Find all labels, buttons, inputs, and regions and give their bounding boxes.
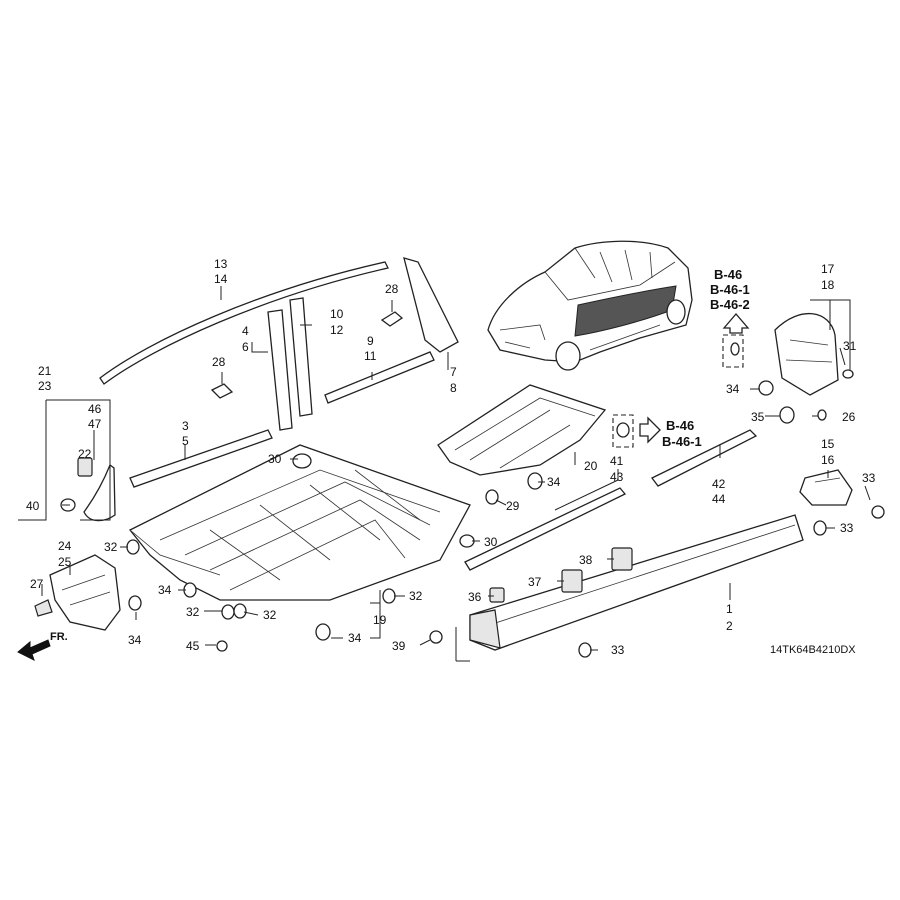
callout-12: 12 [330, 323, 344, 337]
callout-32-midright: 32 [263, 608, 277, 622]
callout-30-top: 30 [268, 452, 282, 466]
pillar-garnish-front [267, 309, 293, 431]
reference-b46-top: B-46 [714, 267, 742, 282]
floor-undercover [128, 444, 471, 601]
callout-17: 17 [821, 262, 835, 276]
reference-b46-mid: B-46 [666, 418, 694, 433]
pillar-garnish-center [289, 297, 313, 417]
fender-flare [60, 457, 116, 522]
diagram-code: 14TK64B4210DX [770, 644, 856, 656]
callout-20: 20 [584, 459, 598, 473]
callout-7: 7 [450, 365, 457, 379]
callout-42: 42 [712, 477, 726, 491]
callout-9: 9 [367, 334, 374, 348]
reference-codes-top: B-46 B-46-1 B-46-2 [710, 267, 750, 312]
callout-13: 13 [214, 257, 228, 271]
door-molding-front [129, 429, 273, 488]
callout-21: 21 [38, 364, 52, 378]
reference-b46-1-mid: B-46-1 [662, 434, 702, 449]
callout-labels: 13 14 4 6 10 12 9 11 28 28 7 8 3 5 21 23… [26, 257, 876, 657]
callout-26: 26 [842, 410, 856, 424]
callout-44: 44 [712, 492, 726, 506]
rear-undercover [437, 384, 607, 476]
callout-33-mid: 33 [840, 521, 854, 535]
callout-47: 47 [88, 417, 102, 431]
callout-10: 10 [330, 307, 344, 321]
callout-15: 15 [821, 437, 835, 451]
callout-32-left: 32 [104, 540, 118, 554]
callout-28-top: 28 [385, 282, 399, 296]
callout-35: 35 [751, 410, 765, 424]
callout-39: 39 [392, 639, 406, 653]
callout-2: 2 [726, 619, 733, 633]
callout-14: 14 [214, 272, 228, 286]
reference-b46-1-top: B-46-1 [710, 282, 750, 297]
callout-5: 5 [182, 434, 189, 448]
clip-36 [489, 587, 505, 603]
callout-25: 25 [58, 555, 72, 569]
callout-46: 46 [88, 402, 102, 416]
side-bracket [799, 469, 853, 506]
callout-23: 23 [38, 379, 52, 393]
callout-32-right: 32 [409, 589, 423, 603]
callout-6: 6 [242, 340, 249, 354]
reference-arrow-up [722, 313, 750, 334]
callout-16: 16 [821, 453, 835, 467]
callout-34-bottom: 34 [348, 631, 362, 645]
callout-31: 31 [843, 339, 857, 353]
side-molding-long [464, 487, 627, 571]
reference-b46-2-top: B-46-2 [710, 297, 750, 312]
leader-lines [18, 286, 871, 662]
front-direction-arrow [17, 639, 51, 661]
roof-molding [99, 261, 389, 385]
side-sill-garnish [469, 514, 804, 651]
callout-41: 41 [610, 454, 624, 468]
callout-3: 3 [182, 419, 189, 433]
callout-33-top: 33 [862, 471, 876, 485]
callout-38: 38 [579, 553, 593, 567]
callout-11: 11 [364, 349, 377, 363]
clip-37 [561, 569, 583, 593]
callout-33-bottom: 33 [611, 643, 625, 657]
callout-22: 22 [78, 447, 92, 461]
callout-32-mid: 32 [186, 605, 200, 619]
pillar-garnish-rear [403, 257, 459, 353]
callout-36: 36 [468, 590, 482, 604]
car-overview [487, 240, 693, 371]
callout-40: 40 [26, 499, 40, 513]
callout-19: 19 [373, 613, 387, 627]
reference-arrow-right [639, 416, 661, 444]
mud-flap [34, 554, 121, 631]
callout-45: 45 [186, 639, 200, 653]
splash-shield [774, 313, 839, 396]
callout-34-flap: 34 [128, 633, 142, 647]
callout-28-left: 28 [212, 355, 226, 369]
callout-4: 4 [242, 324, 249, 338]
callout-43: 43 [610, 470, 624, 484]
callout-34-rear: 34 [547, 475, 561, 489]
callout-30-right: 30 [484, 535, 498, 549]
clip-38 [611, 547, 633, 571]
callout-27: 27 [30, 577, 44, 591]
callout-37: 37 [528, 575, 542, 589]
callout-1: 1 [726, 602, 733, 616]
callout-34-shield: 34 [726, 382, 740, 396]
callout-29: 29 [506, 499, 520, 513]
callout-18: 18 [821, 278, 835, 292]
reference-dashed-boxes [612, 334, 744, 448]
fastener-group [126, 311, 885, 658]
callout-34-mid: 34 [158, 583, 172, 597]
callout-8: 8 [450, 381, 457, 395]
callout-24: 24 [58, 539, 72, 553]
door-molding-rear [324, 351, 435, 404]
front-direction-label: FR. [50, 631, 68, 643]
reference-codes-mid: B-46 B-46-1 [662, 418, 702, 449]
side-molding-short [651, 429, 758, 487]
